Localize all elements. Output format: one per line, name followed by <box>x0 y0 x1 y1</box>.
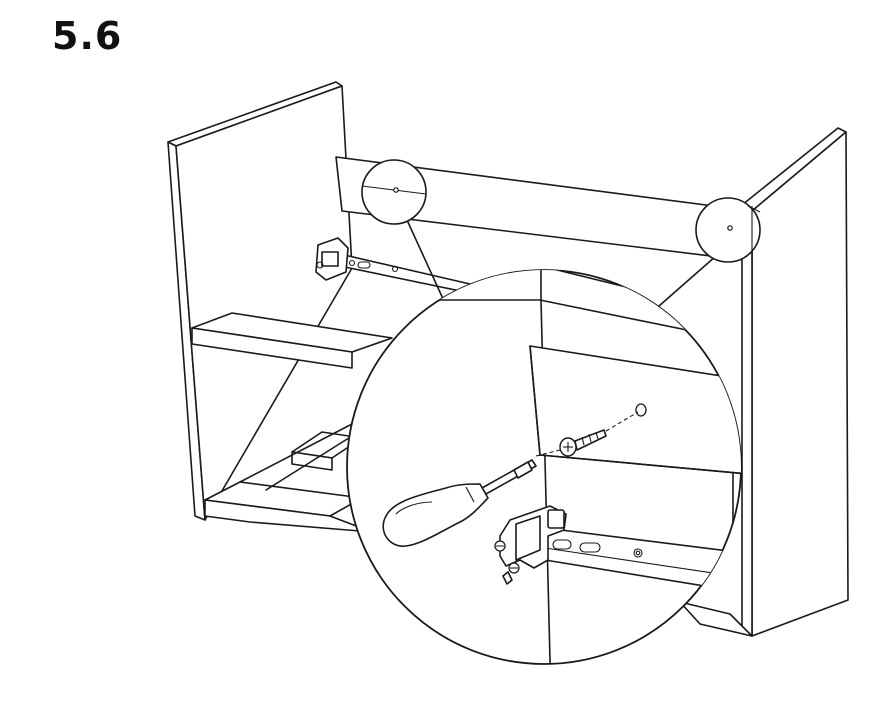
drawer-runner-bracket <box>315 237 349 281</box>
upper-left-hole-callout <box>361 159 427 225</box>
step-number: 5.6 <box>52 14 123 58</box>
callout-leader-right <box>658 255 717 307</box>
upper-right-hole-callout <box>695 197 761 263</box>
left-runner-rail <box>339 253 471 294</box>
callout-leader-left <box>406 219 445 302</box>
screwdriver-icon <box>382 459 537 547</box>
cabinet-frame <box>167 81 849 637</box>
screw-icon <box>559 429 607 457</box>
magnified-detail-circle <box>346 269 742 665</box>
drawer-runner-bracket <box>494 505 567 585</box>
alignment-guide <box>605 411 639 432</box>
